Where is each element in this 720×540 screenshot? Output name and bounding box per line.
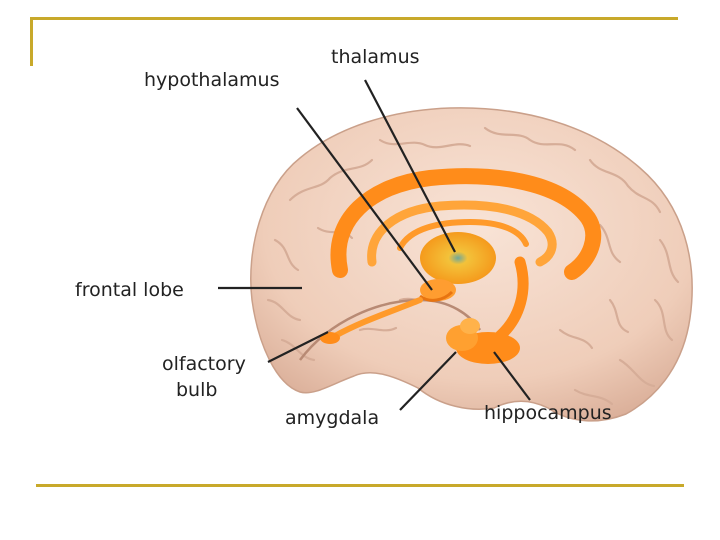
callosal-band bbox=[397, 218, 529, 251]
label-hippocampus: hippocampus bbox=[484, 402, 612, 424]
label-thalamus: thalamus bbox=[331, 46, 420, 68]
leader-hypothalamus bbox=[296, 107, 433, 291]
label-hypothalamus: hypothalamus bbox=[144, 69, 279, 91]
leader-thalamus bbox=[364, 79, 456, 253]
left-accent-rule bbox=[30, 17, 33, 66]
bottom-accent-rule bbox=[36, 484, 684, 487]
leader-olfactory-bulb bbox=[267, 331, 329, 363]
gyri-texture bbox=[266, 126, 680, 406]
label-amygdala: amygdala bbox=[285, 407, 379, 429]
label-olfactory: olfactory bbox=[162, 353, 246, 375]
cingulate-arch bbox=[330, 168, 602, 280]
leader-lines bbox=[218, 79, 531, 411]
leader-hippocampus bbox=[493, 351, 531, 401]
olfactory-bulb-region bbox=[320, 332, 340, 344]
olfactory-tract bbox=[332, 297, 423, 339]
label-frontal-lobe: frontal lobe bbox=[75, 279, 184, 301]
label-bulb: bulb bbox=[176, 379, 217, 401]
thalamus-region bbox=[420, 232, 496, 284]
top-accent-rule bbox=[30, 17, 678, 20]
leader-amygdala bbox=[399, 351, 457, 411]
hippocampal-tail bbox=[494, 256, 529, 342]
